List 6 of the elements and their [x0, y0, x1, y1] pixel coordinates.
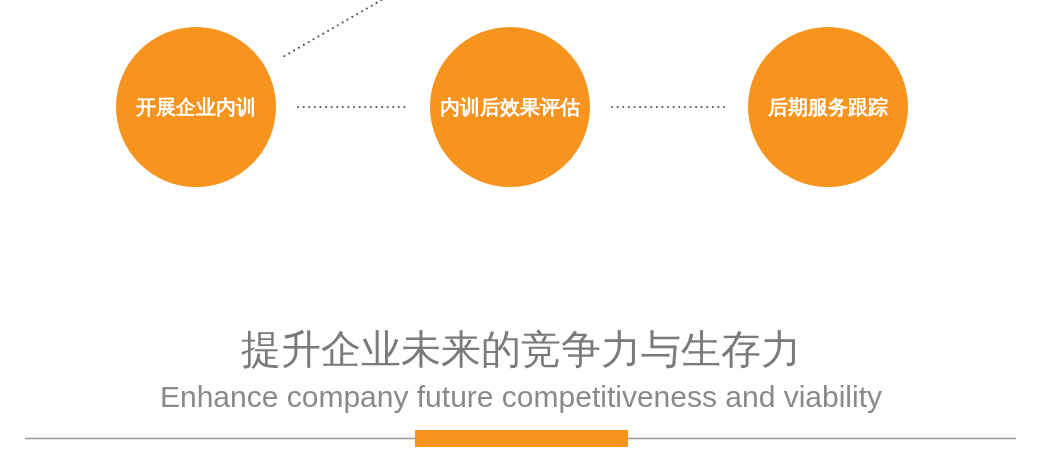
step-label: 内训后效果评估	[440, 93, 580, 121]
subheading: Enhance company future competitiveness and viability	[159, 380, 883, 413]
step-label: 开展企业内训	[136, 93, 256, 121]
heading: 提升企业未来的竞争力与生存力	[241, 326, 801, 372]
dotted-connector	[611, 106, 727, 108]
step-label: 后期服务跟踪	[768, 93, 888, 121]
